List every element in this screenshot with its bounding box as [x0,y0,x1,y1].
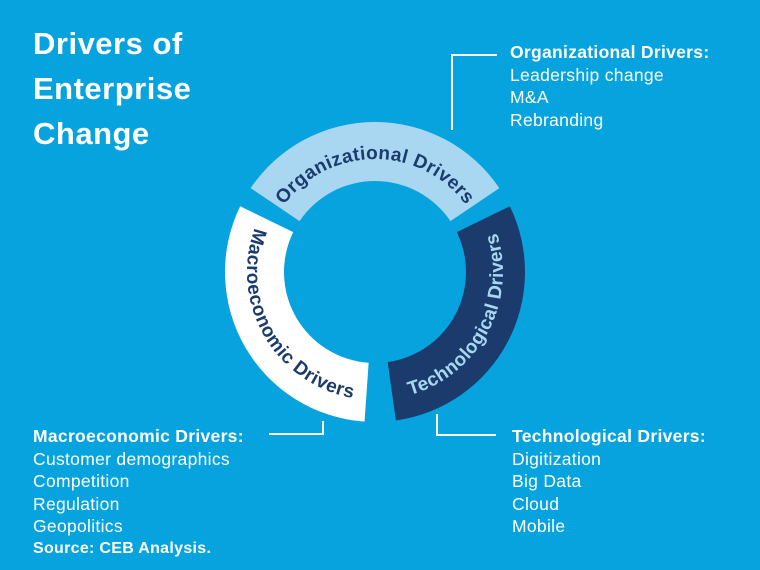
callout-macroeconomic: Macroeconomic Drivers: Customer demograp… [33,425,244,538]
callout-technological-item: Cloud [512,493,560,514]
connector-macroeconomic-horizontal [269,433,324,435]
callout-macroeconomic-item: Competition [33,471,130,491]
callout-organizational-item: Leadership change [510,64,664,85]
callout-technological-item: Digitization [512,448,602,469]
callout-organizational-heading: Organizational Drivers: [510,42,710,62]
donut-segment-organizational [250,121,500,222]
donut-segment-macroeconomic [224,206,369,422]
title-line-2: Enterprise [33,71,192,106]
callout-technological: Technological Drivers: Digitization Big … [512,425,706,538]
connector-technological-horizontal [436,434,496,436]
callout-macroeconomic-item: Regulation [33,493,120,514]
callout-organizational-item: M&A [510,87,549,107]
callout-technological-heading: Technological Drivers: [512,426,706,446]
connector-macroeconomic-vertical [322,421,324,435]
callout-organizational: Organizational Drivers: Leadership chang… [510,41,709,131]
source-note: Source: CEB Analysis. [33,540,212,557]
donut-segment-technological [387,206,526,421]
callout-macroeconomic-heading: Macroeconomic Drivers: [33,426,244,446]
callout-technological-item: Mobile [512,516,566,536]
connector-organizational-vertical [451,54,453,130]
title-line-1: Drivers of [33,26,183,61]
connector-organizational-horizontal [451,54,497,56]
callout-technological-item: Big Data [512,471,582,491]
callout-macroeconomic-item: Customer demographics [33,448,230,469]
page-title: Drivers of Enterprise Change [33,21,191,156]
connector-technological-vertical [436,414,438,436]
callout-macroeconomic-item: Geopolitics [33,516,123,536]
callout-organizational-item: Rebranding [510,109,604,130]
title-line-3: Change [33,116,150,151]
